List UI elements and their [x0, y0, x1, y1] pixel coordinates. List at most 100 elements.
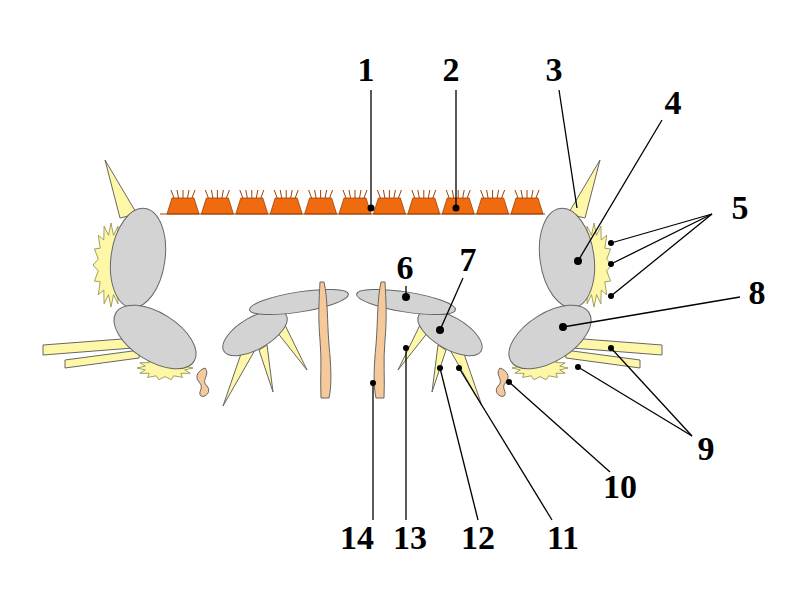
segment-bristle: [286, 190, 287, 198]
segment: [167, 198, 199, 214]
leader-dot: [575, 364, 581, 370]
neuropodium-lobe: [498, 292, 601, 381]
leader-line: [611, 348, 692, 436]
leader-dot: [608, 293, 614, 299]
segment: [477, 198, 509, 214]
segment-bristle: [423, 190, 424, 198]
segment: [442, 198, 474, 214]
segment: [305, 198, 337, 214]
segment-bristle: [325, 190, 327, 198]
segment-bristle: [433, 190, 436, 198]
leader-dot: [608, 240, 614, 246]
segment-bristle: [274, 190, 277, 198]
leader-dot: [436, 326, 444, 334]
leader-dot: [559, 323, 567, 331]
leader-line: [440, 278, 463, 330]
segment-bristle: [481, 190, 484, 198]
callout-number: 5: [732, 191, 749, 225]
callout-number: 3: [546, 53, 563, 87]
callout-number: 9: [698, 432, 715, 466]
segment-bristle: [291, 190, 293, 198]
segment-bristle: [428, 190, 430, 198]
segment-bristle: [389, 190, 390, 198]
leader-dot: [574, 257, 582, 265]
leader-dot: [370, 380, 376, 386]
segment-bristle: [280, 190, 282, 198]
leader-line: [611, 214, 712, 296]
segment-bristle: [364, 190, 367, 198]
notopodium-lobe: [533, 205, 600, 312]
acicula: [374, 282, 386, 398]
segment-bristle: [171, 190, 174, 198]
leader-line: [509, 382, 610, 472]
segment: [201, 198, 233, 214]
parapodium-left: [43, 160, 350, 406]
segment-bristle: [360, 190, 362, 198]
callout-number: 10: [603, 470, 637, 504]
segment-bristle: [256, 190, 258, 198]
segment-bristle: [521, 190, 523, 198]
leader-dots: [368, 205, 615, 387]
segment-bristle: [532, 190, 534, 198]
segment-bristle: [295, 190, 298, 198]
body-wall: [160, 214, 545, 215]
segment-bristle: [492, 190, 493, 198]
leader-dot: [437, 365, 443, 371]
leader-line: [405, 348, 406, 520]
segment-bristle: [315, 190, 317, 198]
inner-lobe: [355, 284, 457, 319]
callout-number: 11: [547, 521, 579, 555]
segment-bristle: [183, 190, 184, 198]
segment-bristle: [330, 190, 333, 198]
segment: [373, 198, 405, 214]
segment-bristle: [502, 190, 505, 198]
segment-bristle: [355, 190, 356, 198]
segment-bristle: [536, 190, 539, 198]
segment-bristle: [251, 190, 252, 198]
leader-line: [611, 214, 712, 264]
leader-dot: [453, 205, 460, 212]
callout-number: 13: [393, 521, 427, 555]
segment-bristle: [463, 190, 465, 198]
leader-dot: [403, 345, 409, 351]
leader-dot: [368, 205, 375, 212]
segment-bristle: [246, 190, 248, 198]
callout-number: 14: [340, 521, 374, 555]
segment-bristle: [226, 190, 229, 198]
segment-bristle: [515, 190, 518, 198]
segment-bristle: [192, 190, 195, 198]
leader-lines: [371, 90, 740, 520]
callout-number: 8: [749, 276, 766, 310]
segment-bristle: [398, 190, 401, 198]
callout-number: 6: [397, 251, 414, 285]
segment-bristle: [205, 190, 208, 198]
leader-line: [578, 367, 692, 436]
leader-dot: [506, 379, 512, 385]
dorsal-segments: [160, 190, 545, 214]
segment-bristle: [527, 190, 528, 198]
segment-bristle: [383, 190, 385, 198]
segment-bristle: [261, 190, 264, 198]
leader-dot: [456, 365, 462, 371]
segment-bristle: [394, 190, 396, 198]
segment-bristle: [222, 190, 224, 198]
segment-bristle: [177, 190, 179, 198]
dorsal-spine: [568, 160, 600, 218]
leader-dot: [608, 261, 614, 267]
leader-dot: [402, 293, 410, 301]
callout-number: 2: [443, 53, 460, 87]
segment-bristle: [452, 190, 454, 198]
segment-bristle: [458, 190, 459, 198]
callout-number: 1: [358, 53, 375, 87]
leader-line: [559, 90, 577, 208]
callout-number: 4: [665, 86, 682, 120]
segment-bristle: [412, 190, 415, 198]
segment-bristle: [349, 190, 351, 198]
segment-bristle: [487, 190, 489, 198]
segment-bristle: [418, 190, 420, 198]
segment: [236, 198, 268, 214]
segment-bristle: [309, 190, 312, 198]
leader-line: [372, 383, 373, 520]
callout-number: 12: [461, 521, 495, 555]
